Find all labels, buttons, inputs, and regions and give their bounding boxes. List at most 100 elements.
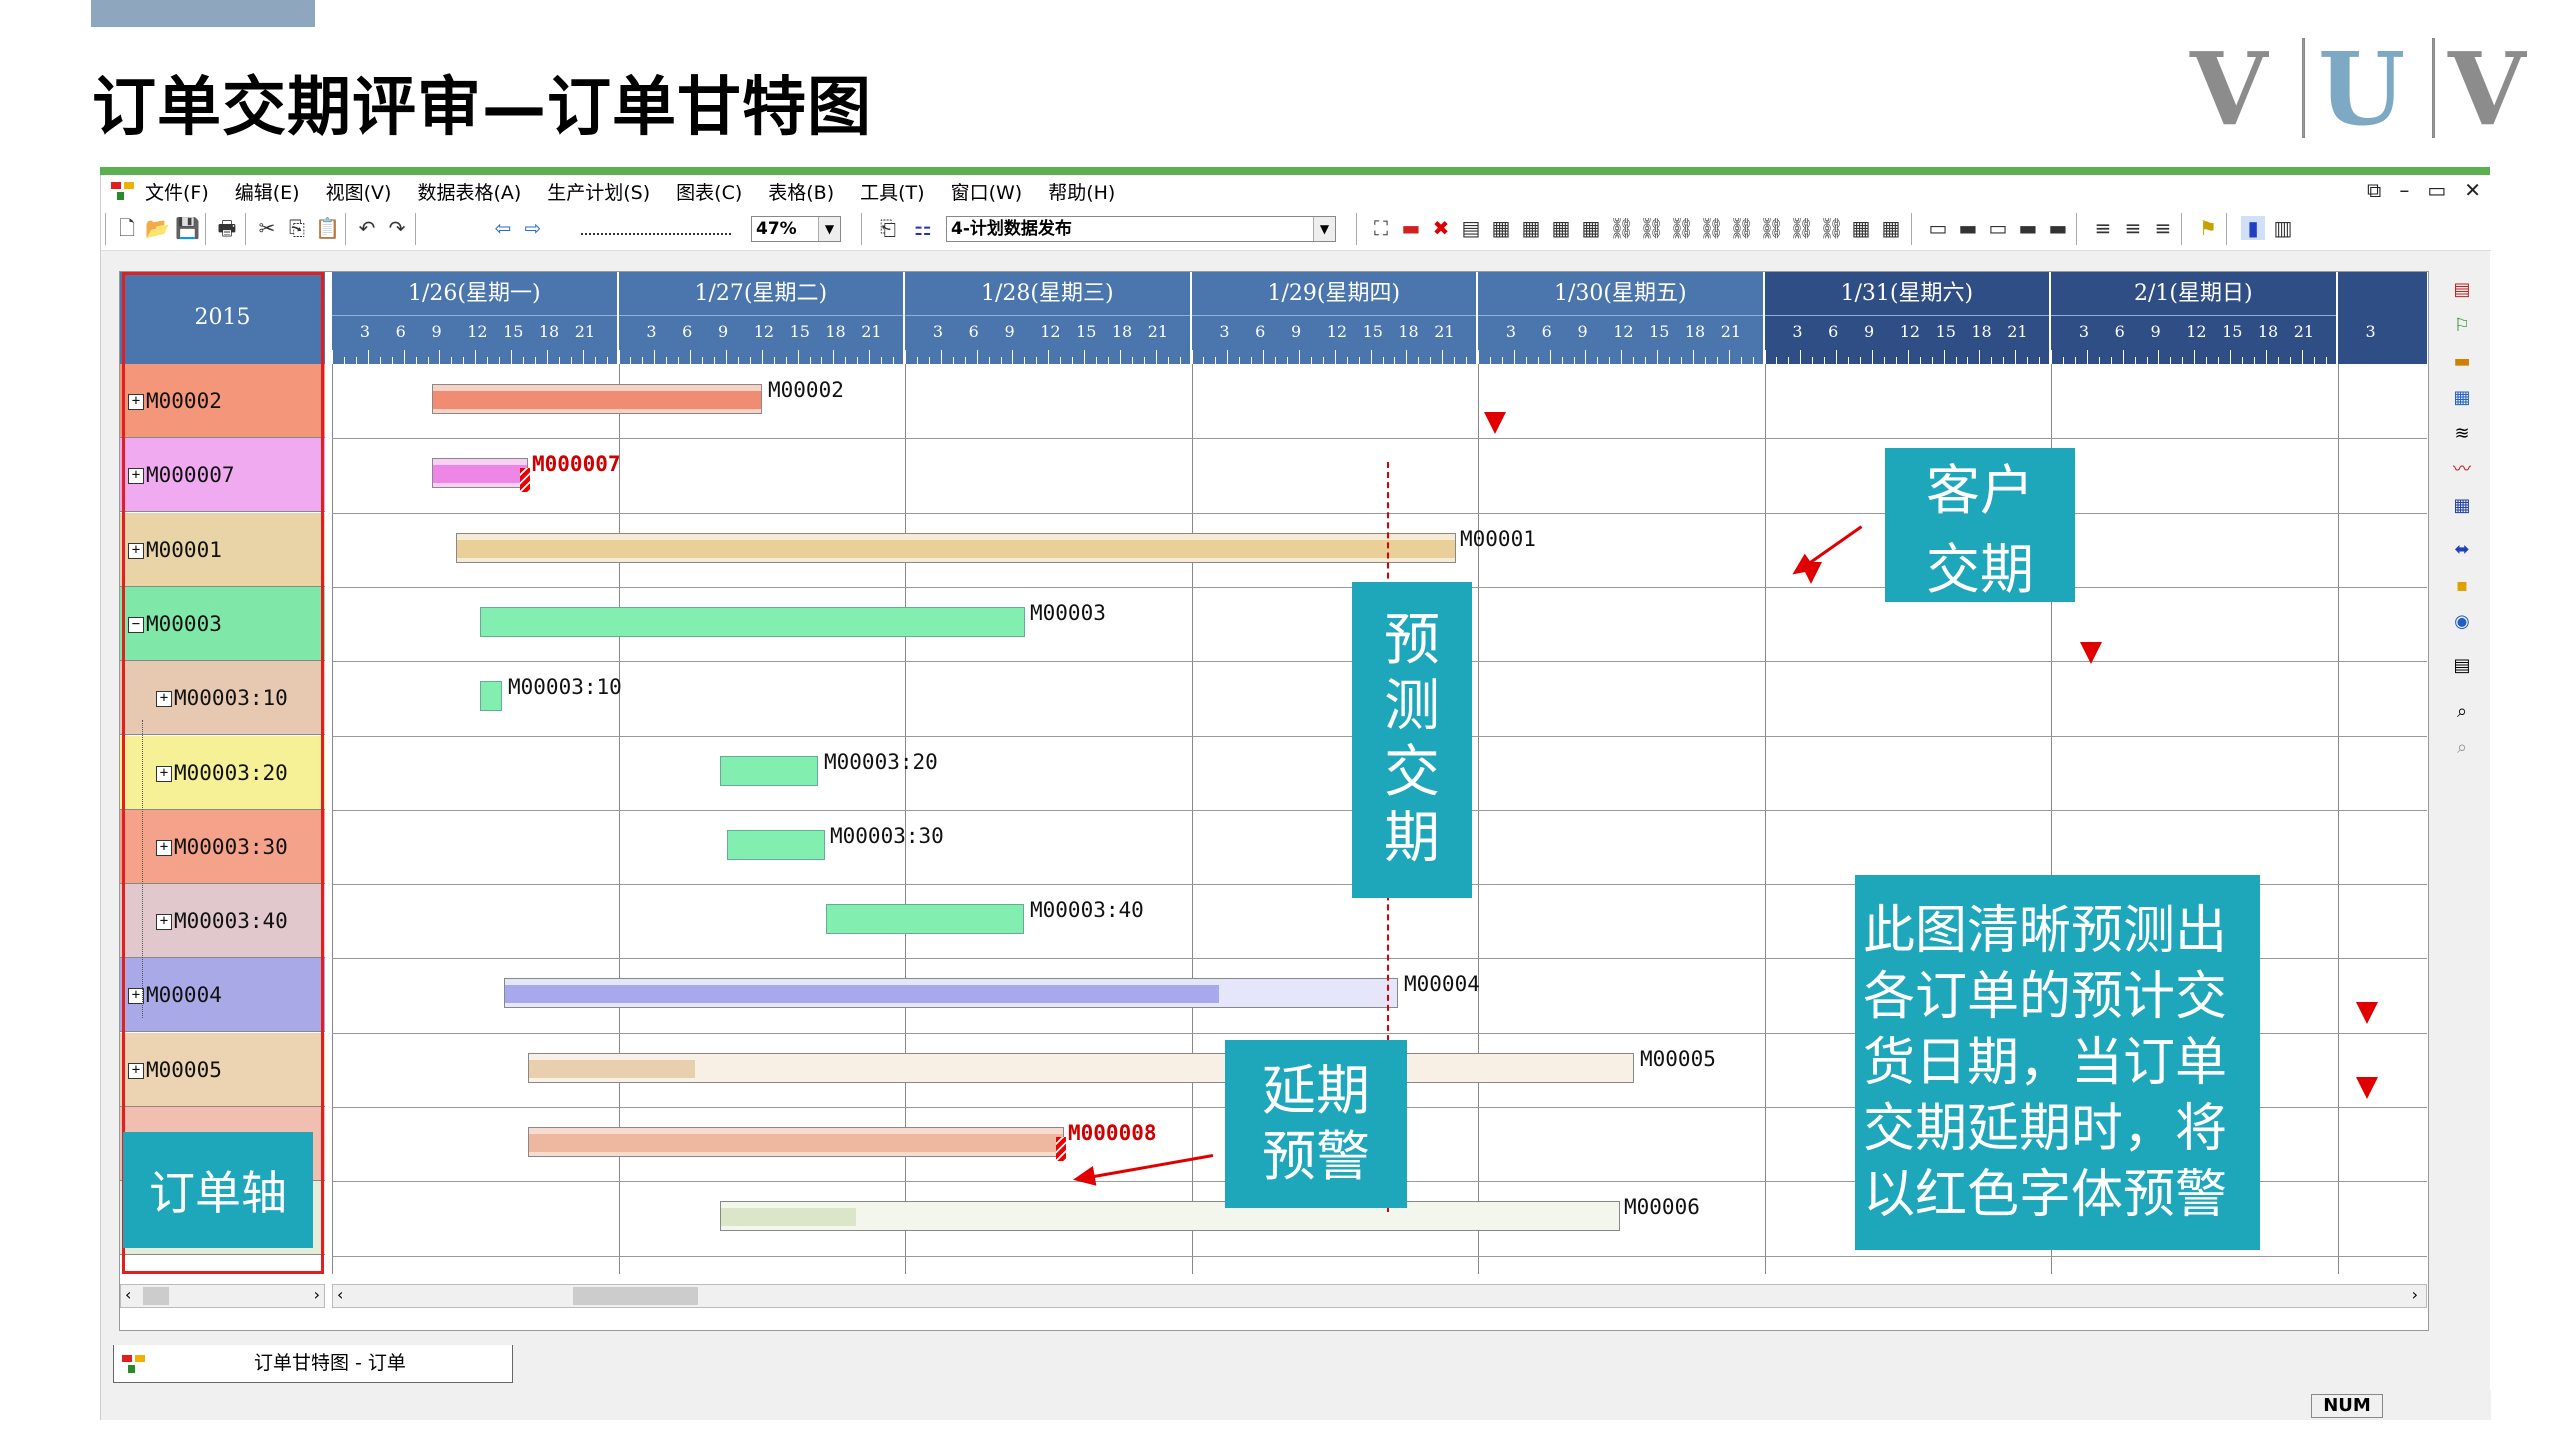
copy-icon[interactable]: ⎘ [289,216,305,240]
order-row-label[interactable]: +M00002 [120,364,325,438]
layout-icon[interactable]: ▤ [1461,216,1481,240]
scroll-right-icon[interactable]: › [313,1285,320,1304]
order-bar[interactable] [727,829,825,860]
save-icon[interactable]: 💾 [175,216,200,240]
order-row-label[interactable]: +M00003:40 [120,884,325,959]
order-bar[interactable] [456,532,1456,563]
order-bar[interactable] [826,904,1024,935]
expand-icon[interactable]: + [156,914,172,931]
gantt-tool-icon[interactable]: ▪ [2455,575,2469,596]
double-arrow-icon[interactable]: ⬌ [2454,539,2470,560]
gantt-tool-icon[interactable]: ▦ [2453,495,2471,516]
layout-icon[interactable]: ▦ [1521,216,1541,240]
minimize-icon[interactable]: – [2399,178,2410,202]
bar-chart-icon[interactable]: ▮ [2241,216,2265,240]
gantt-tool-icon[interactable]: ▬ [2453,351,2471,372]
link-chain-icon[interactable]: ⛓ [1819,216,1845,240]
cut-icon[interactable]: ✂ [258,216,276,240]
expand-icon[interactable]: + [156,839,172,856]
link-chain-icon[interactable]: ⛓ [1669,216,1695,240]
order-bar[interactable] [432,384,762,414]
print-icon[interactable]: 🖶 [217,216,237,240]
order-bar[interactable] [528,1127,1064,1157]
globe-icon[interactable]: ◉ [2454,611,2470,632]
gantt-horizontal-scrollbar[interactable]: ‹ › [332,1284,2427,1308]
align-icon[interactable]: ≡ [2094,216,2112,240]
gantt-tool-icon[interactable]: ▤ [2453,279,2471,300]
undo-icon[interactable]: ↶ [358,216,376,240]
list-icon[interactable]: ▤ [2453,655,2471,676]
order-row-label[interactable]: +M00005 [120,1032,325,1107]
arrow-left-icon[interactable]: ⇦ [494,216,512,240]
open-folder-icon[interactable]: 📂 [145,216,170,240]
align-icon[interactable]: ▬ [2018,216,2038,240]
expand-icon[interactable]: + [128,988,144,1005]
scroll-right-icon[interactable]: › [2411,1285,2418,1304]
menu-tools[interactable]: 工具(T) [860,181,925,204]
menu-edit[interactable]: 编辑(E) [234,181,300,204]
scroll-left-icon[interactable]: ‹ [125,1285,132,1304]
close-icon[interactable]: ✕ [2464,178,2481,202]
plan-select[interactable]: 4-计划数据发布▼ [946,216,1336,242]
align-icon[interactable]: ▭ [1928,216,1948,240]
zoom-select[interactable]: 47%▼ [751,216,841,242]
menu-data-table[interactable]: 数据表格(A) [417,181,522,204]
collapse-icon[interactable]: − [128,616,144,633]
restore-icon[interactable]: ⧉ [2367,178,2382,202]
paste-icon[interactable]: 📋 [315,216,340,240]
link-chain-icon[interactable]: ⛓ [1759,216,1785,240]
tab-order-gantt[interactable]: 订单甘特图 - 订单 [113,1345,513,1383]
order-row-label[interactable]: +M00004 [120,958,325,1033]
align-icon[interactable]: ▬ [2048,216,2068,240]
layout-icon[interactable]: ▦ [1491,216,1511,240]
align-icon[interactable]: ▭ [1988,216,2008,240]
plan-tree-icon[interactable]: ⚏ [914,216,932,240]
gantt-tool-icon[interactable]: ⚐ [2453,315,2471,336]
menu-help[interactable]: 帮助(H) [1048,181,1116,204]
menu-window[interactable]: 窗口(W) [950,181,1023,204]
order-bar[interactable] [480,606,1025,637]
scroll-thumb[interactable] [573,1287,698,1305]
order-row-label[interactable]: +M00003:20 [120,735,325,810]
arrow-right-icon[interactable]: ⇨ [524,216,542,240]
delete-icon[interactable]: ✖ [1432,216,1450,240]
expand-icon[interactable]: + [156,691,172,708]
menu-production-plan[interactable]: 生产计划(S) [547,181,651,204]
zoom-in-icon[interactable]: ⌕ [2456,701,2468,722]
order-row-label[interactable]: +M000007 [120,438,325,513]
align-icon[interactable]: ▬ [1958,216,1978,240]
order-bar[interactable] [480,681,502,712]
highlight-icon[interactable]: ⚑ [2199,216,2217,240]
order-bar[interactable] [528,1052,1634,1083]
left-horizontal-scrollbar[interactable]: ‹ › [120,1284,325,1308]
order-row-label[interactable]: +M00003:10 [120,661,325,736]
link-chain-icon[interactable]: ⛓ [1609,216,1635,240]
link-chain-icon[interactable]: ⛓ [1789,216,1815,240]
menu-file[interactable]: 文件(F) [145,181,209,204]
link-chain-icon[interactable]: ⛓ [1699,216,1725,240]
zoom-slider[interactable] [581,221,731,235]
menu-view[interactable]: 视图(V) [325,181,392,204]
gantt-tool-icon[interactable]: ≋ [2454,423,2470,444]
expand-icon[interactable]: + [128,1062,144,1079]
gantt-tool-icon[interactable]: 〰 [2453,459,2471,480]
gantt-tool-icon[interactable]: ▦ [2453,387,2471,408]
menu-table[interactable]: 表格(B) [768,181,835,204]
link-icon[interactable]: ⛶ [1374,216,1388,240]
expand-icon[interactable]: + [128,542,144,559]
grid-icon[interactable]: ▦ [1881,216,1901,240]
layout-icon[interactable]: ▦ [1581,216,1601,240]
align-icon[interactable]: ≡ [2154,216,2172,240]
order-bar[interactable] [720,755,818,786]
order-row-label[interactable]: +M00003:30 [120,809,325,884]
export-icon[interactable]: ⎗ [880,216,896,240]
redo-icon[interactable]: ↷ [388,216,406,240]
layout-icon[interactable]: ▦ [1551,216,1571,240]
order-bar[interactable] [504,978,1398,1009]
expand-icon[interactable]: + [156,765,172,782]
link-chain-icon[interactable]: ⛓ [1639,216,1665,240]
menu-chart[interactable]: 图表(C) [676,181,743,204]
order-bar[interactable] [432,458,528,489]
new-file-icon[interactable]: 🗋 [118,216,136,240]
expand-icon[interactable]: + [128,394,144,410]
